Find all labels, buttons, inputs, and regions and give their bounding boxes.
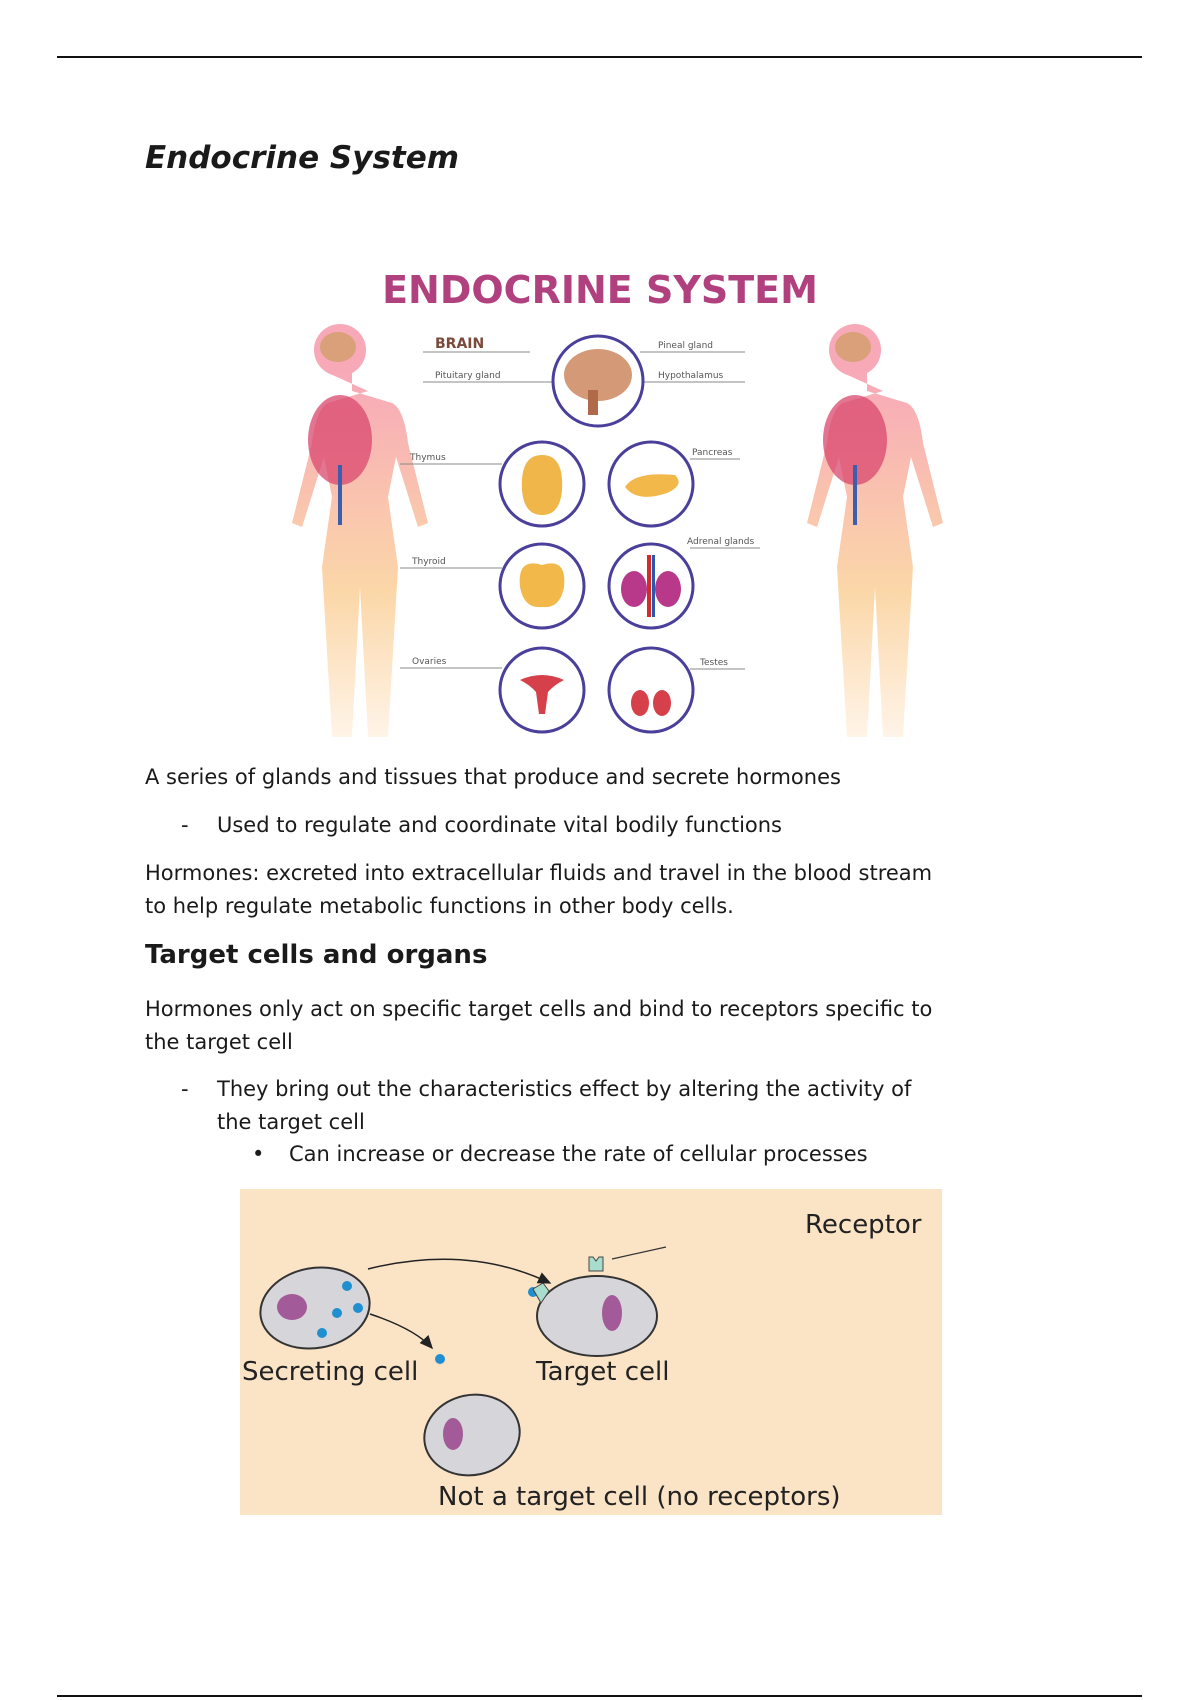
label-thymus: Thymus	[409, 453, 446, 463]
uterus-icon	[520, 675, 564, 714]
footer-rule	[57, 1695, 1142, 1697]
bullet-effect-1: They bring out the characteristics effec…	[217, 1077, 912, 1101]
label-target-cell: Target cell	[535, 1357, 669, 1387]
pancreas-icon	[625, 474, 679, 497]
section-heading: Target cells and organs	[145, 940, 488, 970]
target-cell	[536, 1275, 658, 1357]
bullet-dash: -	[181, 813, 189, 837]
bullet-regulate: Used to regulate and coordinate vital bo…	[217, 813, 783, 837]
receptor-icon	[588, 1256, 604, 1272]
label-pituitary: Pituitary gland	[435, 371, 501, 381]
header-rule	[57, 56, 1142, 58]
paragraph-target-1: Hormones only act on specific target cel…	[145, 997, 933, 1021]
thyroid-icon	[519, 563, 565, 608]
testes-icon	[631, 690, 671, 716]
paragraph-hormones-1: Hormones: excreted into extracellular fl…	[145, 861, 933, 885]
label-hypothalamus: Hypothalamus	[658, 371, 724, 381]
thymus-icon	[521, 455, 563, 515]
label-receptor: Receptor	[805, 1210, 922, 1240]
female-body-figure	[292, 324, 428, 737]
bullet-dash: -	[181, 1077, 189, 1101]
label-secreting-cell: Secreting cell	[242, 1357, 418, 1387]
bullet-effect-2: the target cell	[217, 1110, 365, 1134]
paragraph-definition: A series of glands and tissues that prod…	[145, 765, 841, 789]
hormone-dots	[317, 1281, 538, 1364]
kidney-icon	[621, 555, 681, 617]
secreting-cell	[259, 1266, 371, 1350]
endocrine-infographic: ENDOCRINE SYSTEM BRAIN Pineal gland Pitu…	[292, 268, 943, 737]
target-cell-diagram: Receptor Secreting cell Target cell Not …	[240, 1189, 942, 1515]
label-pineal: Pineal gland	[658, 341, 713, 351]
label-adrenal: Adrenal glands	[687, 537, 754, 547]
bullet-dot: •	[252, 1142, 265, 1166]
male-body-figure	[807, 324, 943, 737]
testes-circle	[607, 646, 695, 734]
label-not-target-cell: Not a target cell (no receptors)	[438, 1482, 841, 1512]
non-target-cell	[423, 1393, 521, 1477]
paragraph-hormones-2: to help regulate metabolic functions in …	[145, 894, 734, 918]
label-brain: BRAIN	[435, 336, 484, 352]
infographic-title: ENDOCRINE SYSTEM	[382, 268, 818, 312]
label-pancreas: Pancreas	[692, 448, 733, 458]
label-ovaries: Ovaries	[412, 657, 447, 667]
label-testes: Testes	[699, 658, 728, 668]
paragraph-target-2: the target cell	[145, 1030, 293, 1054]
label-thyroid: Thyroid	[411, 557, 446, 567]
brain-icon	[564, 349, 632, 401]
bullet-rate: Can increase or decrease the rate of cel…	[289, 1142, 868, 1166]
page-title: Endocrine System	[145, 140, 460, 176]
